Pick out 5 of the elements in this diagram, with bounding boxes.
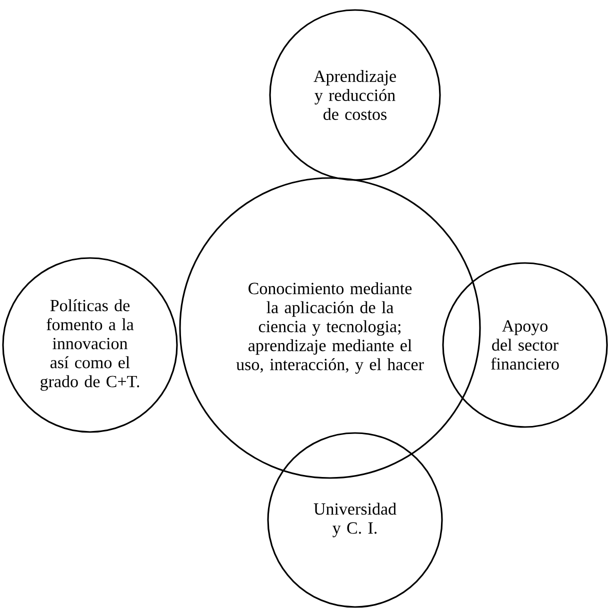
- circle-node: Apoyo del sector financiero: [442, 262, 608, 428]
- circle-node: Universidad y C. I.: [267, 432, 443, 608]
- circle-node: Políticas de fomento a la innovacion así como el grado de C+T.: [2, 257, 178, 433]
- circle-node: Conocimiento mediante la aplicación de la ciencia y tecnologia; aprendizaje mediante el uso, interacción, y el hacer: [179, 177, 481, 479]
- circle-node: Aprendizaje y reducción de costos: [269, 9, 441, 181]
